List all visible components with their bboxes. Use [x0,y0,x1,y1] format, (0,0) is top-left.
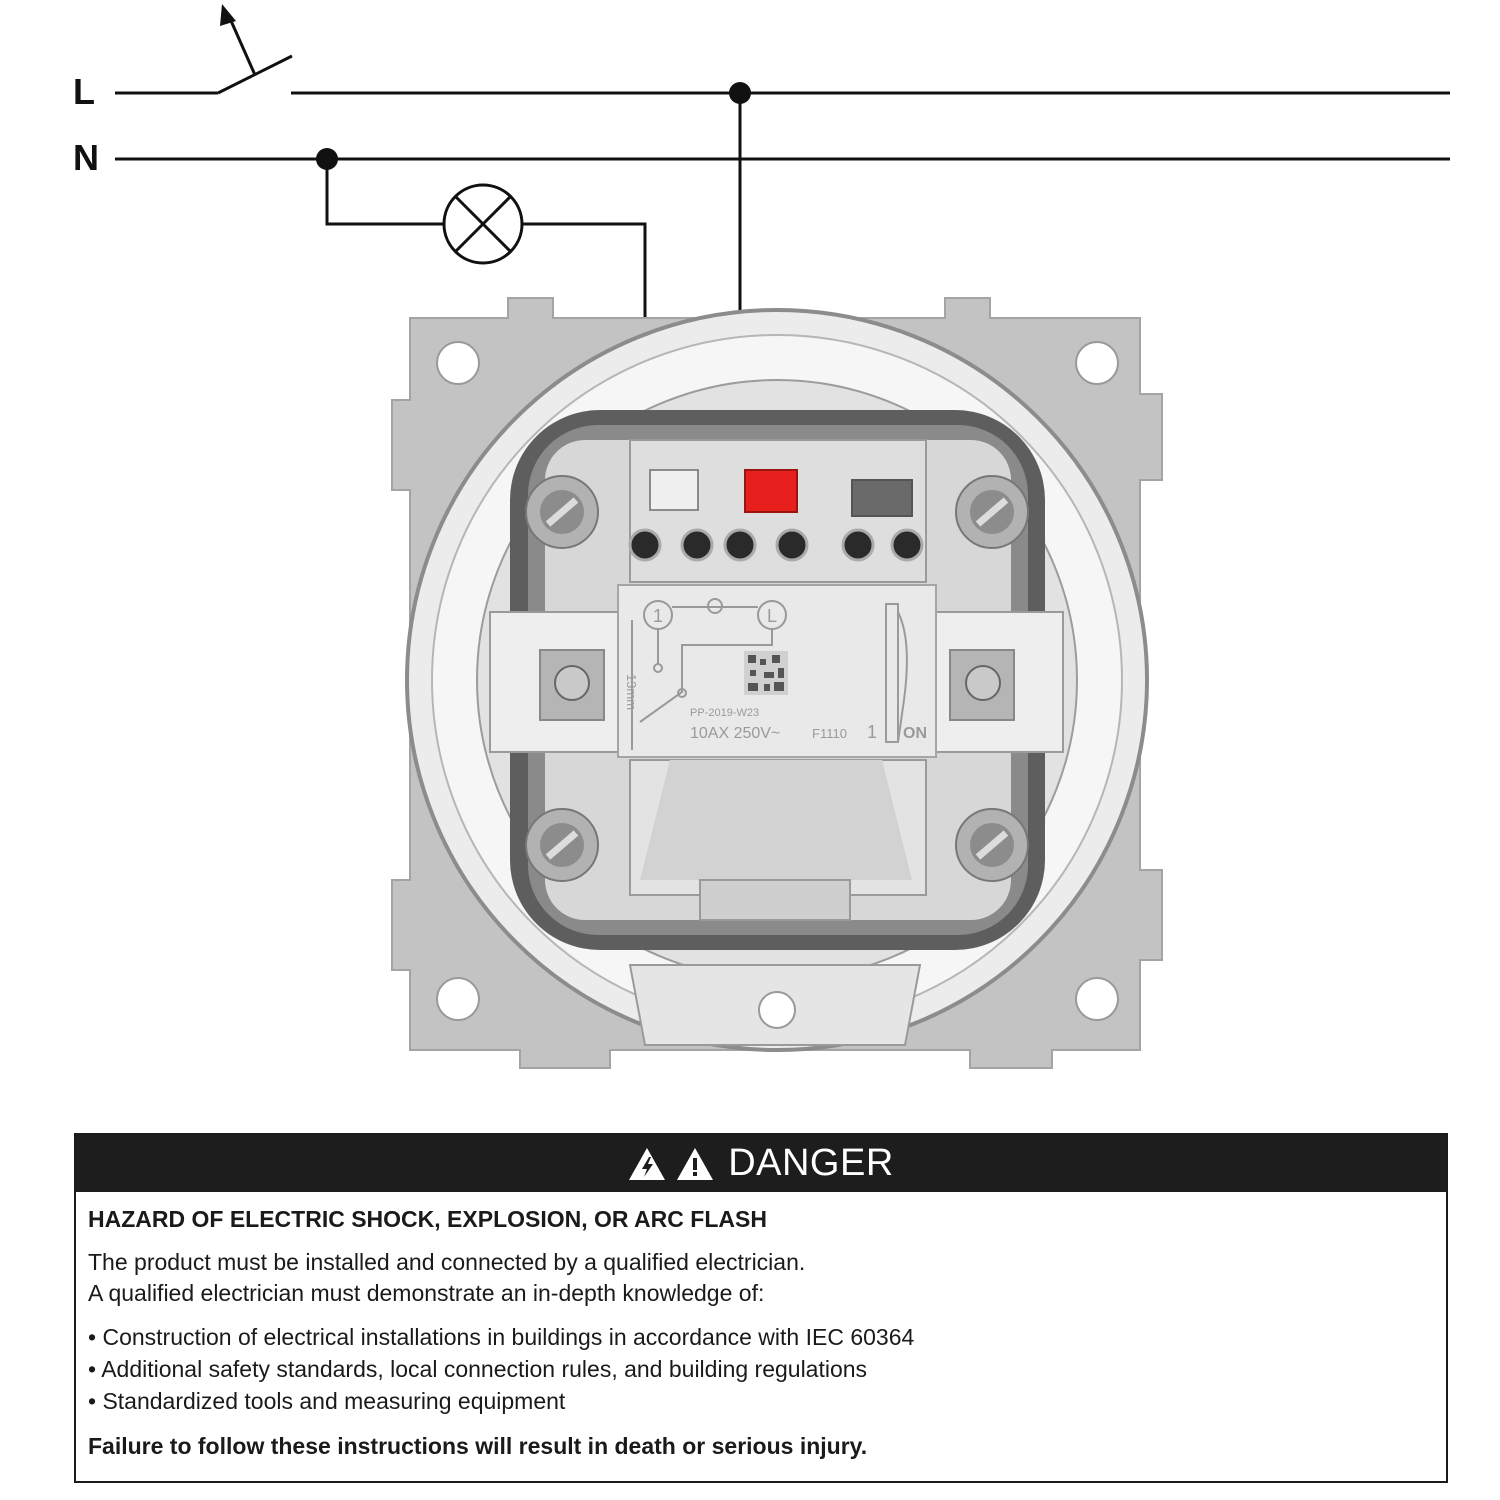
lamp-icon [442,183,524,265]
strip-length-label: 13mm [624,674,639,710]
intro-line: A qualified electrician must demonstrate… [88,1280,765,1306]
terminal-holes [628,528,924,562]
terminal-label-line: L [767,606,777,626]
screw-icon [525,475,599,549]
list-item: Standardized tools and measuring equipme… [88,1385,1434,1417]
junction-dot-icon [316,148,338,170]
label-plate: 1 L 13mm PP-2019-W23 10AX 250V~ F1110 1 [617,584,937,758]
list-item: Construction of electrical installations… [88,1321,1434,1353]
general-warning-icon [677,1147,714,1180]
terminal-block [628,439,927,583]
screw-icon [525,808,599,882]
qr-code-icon [744,651,788,695]
line-label: L [73,71,95,112]
danger-title: DANGER [728,1142,894,1184]
neutral-label: N [73,137,99,178]
rating-label: 10AX 250V~ [690,725,780,742]
position-number: 1 [867,722,877,742]
corner-screws [525,475,1029,882]
release-button [744,469,798,513]
warning-footer: Failure to follow these instructions wil… [88,1433,868,1459]
switch-arrow-icon [226,13,257,76]
side-claws [489,611,1064,753]
on-label: ON [903,725,927,742]
intro-line: The product must be installed and connec… [88,1249,806,1275]
danger-header: DANGER [76,1135,1446,1192]
model-label: F1110 [812,726,847,741]
claw-screw-icon [554,665,590,701]
list-item: Additional safety standards, local conne… [88,1353,1434,1385]
rocker-symbol-icon [885,603,908,743]
screw-icon [955,808,1029,882]
hazard-heading: HAZARD OF ELECTRIC SHOCK, EXPLOSION, OR … [88,1206,767,1232]
requirements-list: Construction of electrical installations… [88,1321,1434,1417]
claw-screw-icon [965,665,1001,701]
junction-dot-icon [729,82,751,104]
danger-panel: DANGER HAZARD OF ELECTRIC SHOCK, EXPLOSI… [74,1133,1448,1483]
terminal-label-load: 1 [653,606,663,626]
wiring-diagram: L N [73,4,1450,1069]
electric-shock-warning-icon [629,1147,666,1180]
screw-icon [955,475,1029,549]
part-code: PP-2019-W23 [690,707,759,719]
danger-body: HAZARD OF ELECTRIC SHOCK, EXPLOSION, OR … [76,1192,1446,1460]
